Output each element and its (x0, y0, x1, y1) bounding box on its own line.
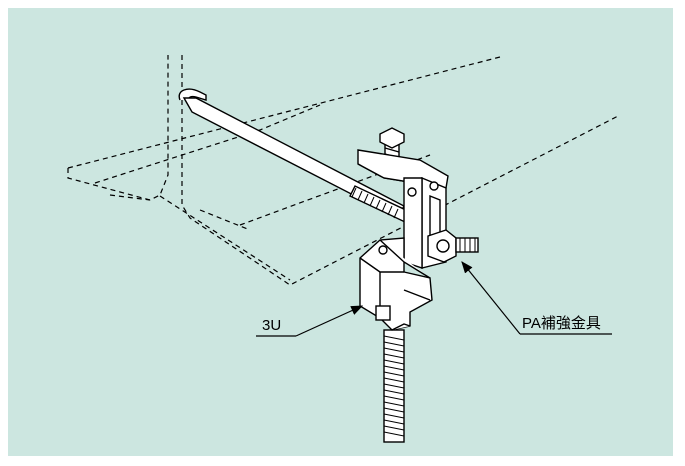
diagram-panel (8, 8, 673, 456)
hook-rod (178, 88, 411, 223)
pa-reinforcement-bracket (357, 127, 479, 269)
leader-pa (461, 261, 612, 335)
3u-clamp (359, 237, 433, 331)
label-3u: 3U (262, 317, 282, 334)
beam-outline (67, 55, 621, 286)
leader-3u (256, 305, 364, 337)
hanging-rod (383, 329, 405, 443)
label-pa-reinforcement: PA補強金具 (522, 315, 601, 332)
